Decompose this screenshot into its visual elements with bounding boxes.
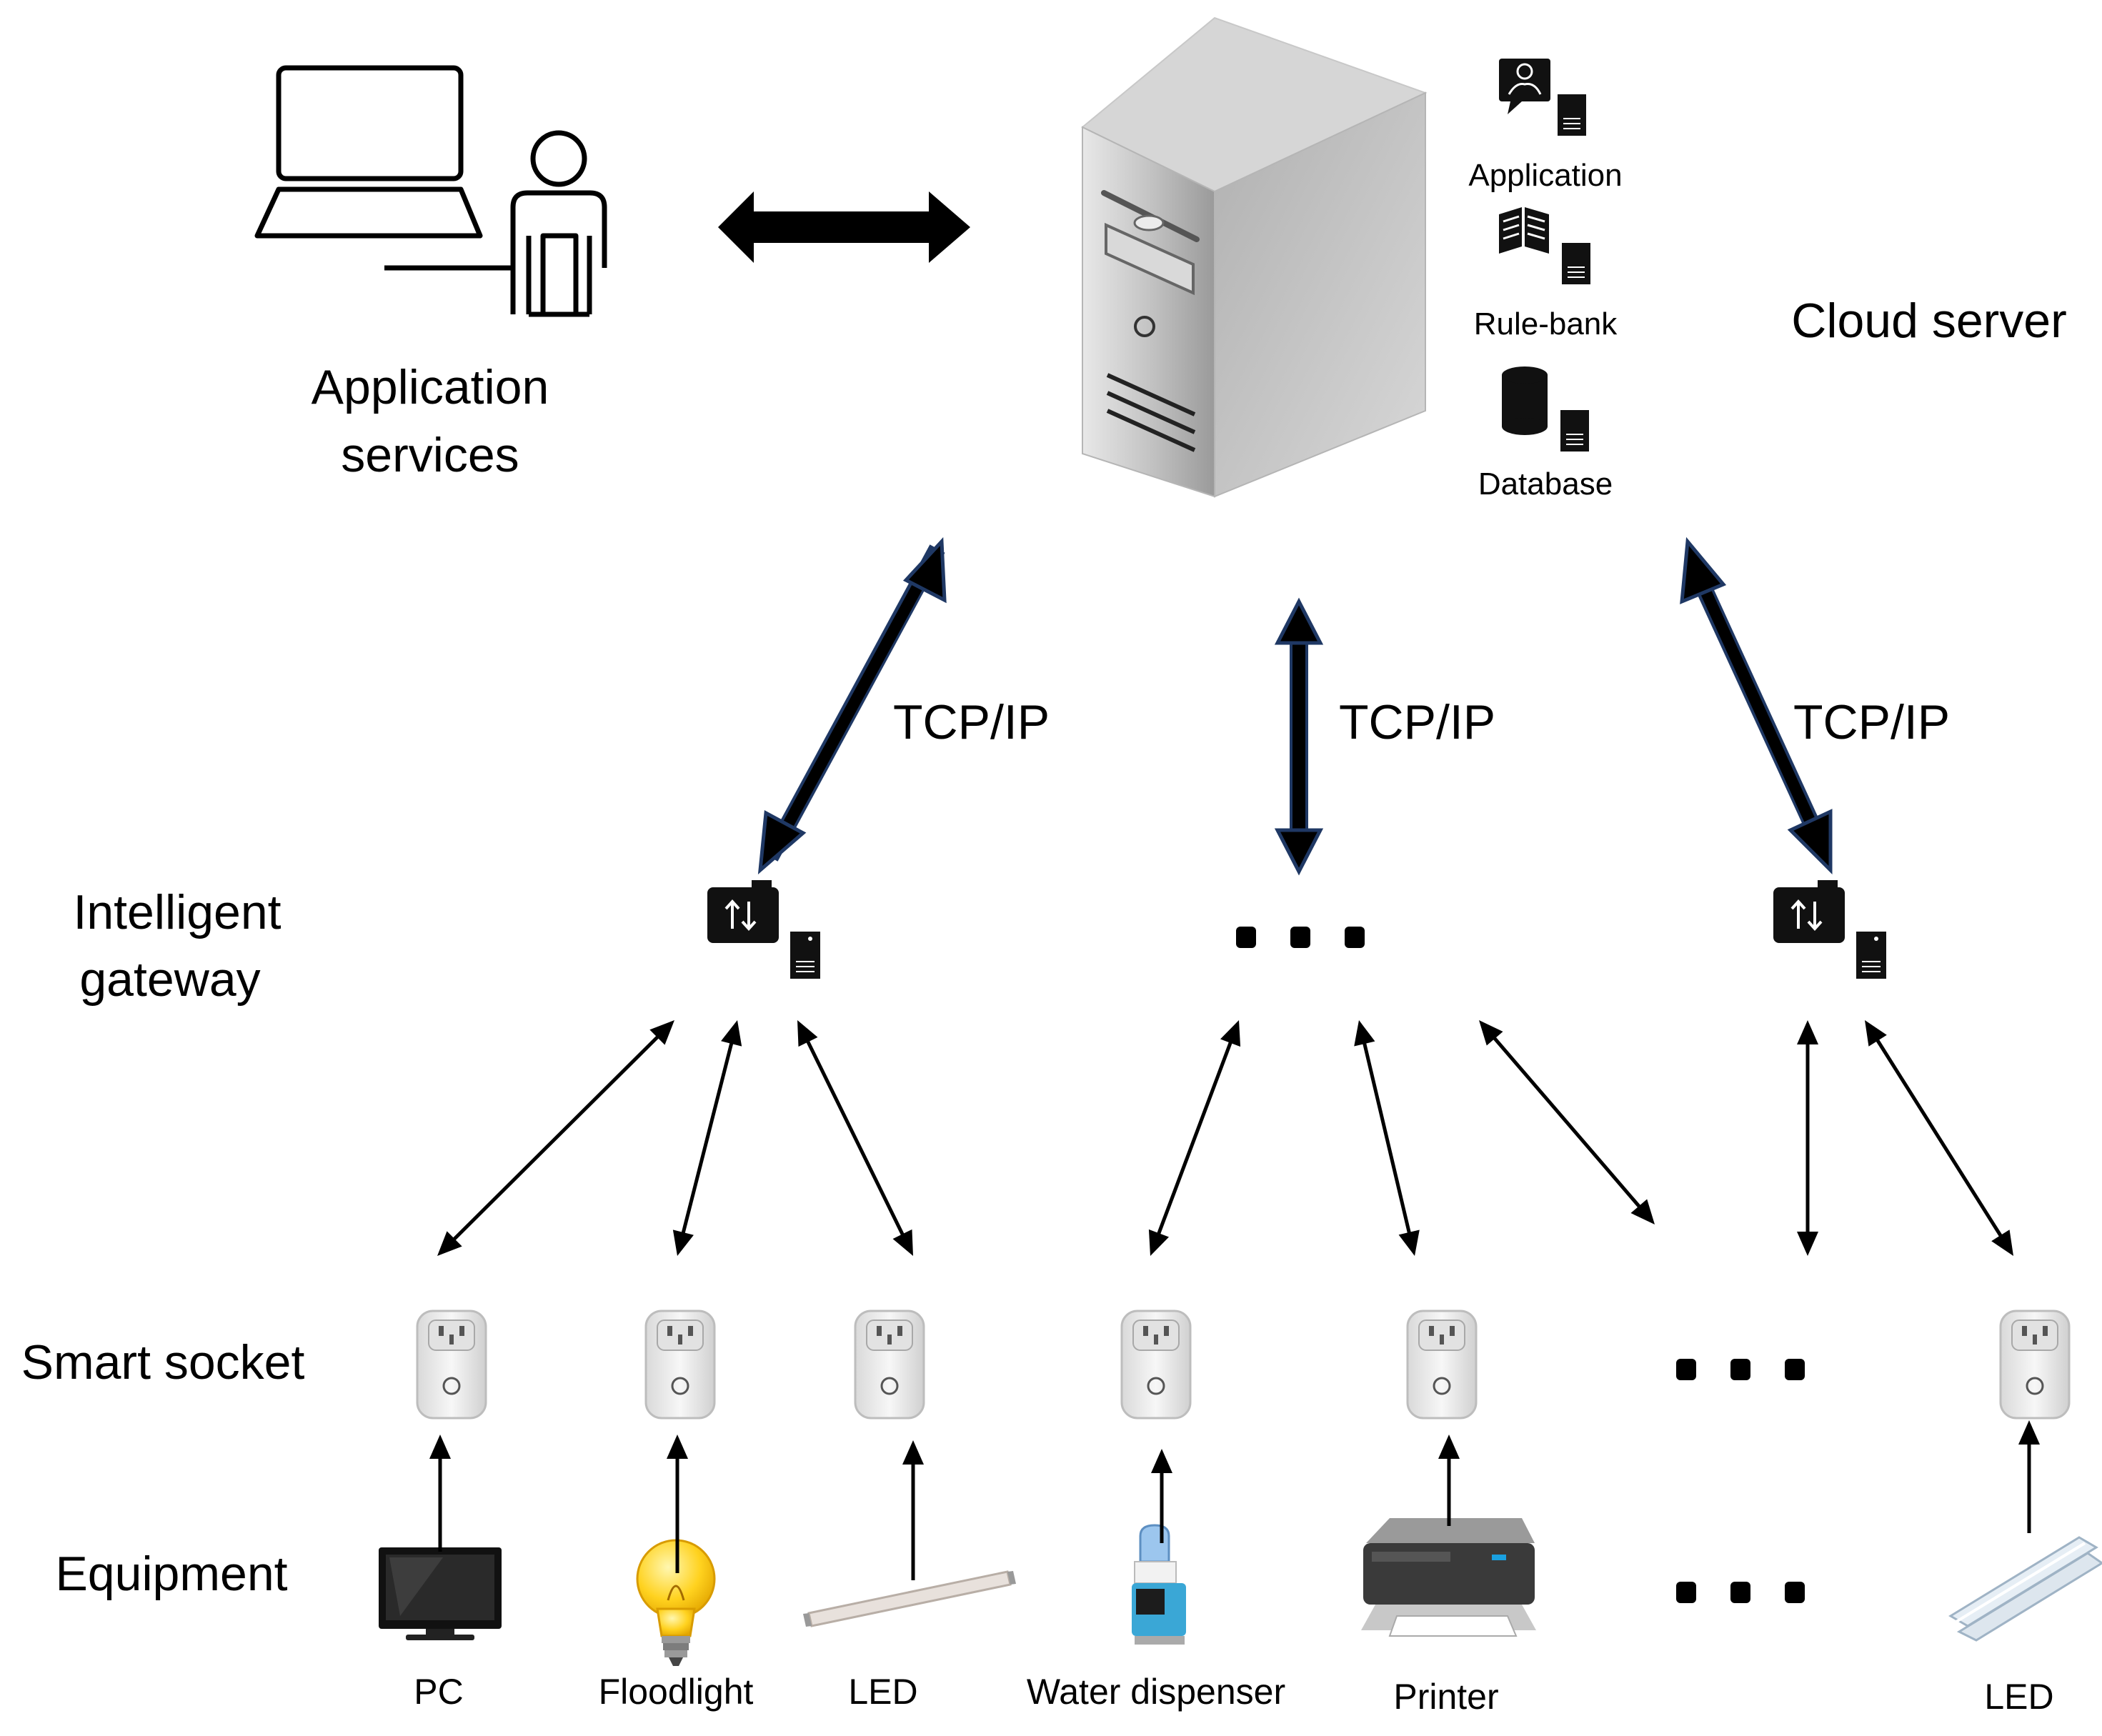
- gateway-socket-arrow-5-head-end: [1398, 1229, 1420, 1256]
- gateway-ellipsis: [1236, 927, 1365, 948]
- cloud-server-label: Cloud server: [1791, 294, 2067, 348]
- gateway-socket-arrow-7-head-end: [1797, 1232, 1818, 1256]
- gateway-socket-arrow-3: [805, 1038, 906, 1238]
- tv-icon: [379, 1547, 502, 1640]
- device-label-floodlight: Floodlight: [599, 1672, 754, 1712]
- gateway-socket-links: [437, 1020, 2013, 1256]
- device-label-led-1: LED: [848, 1672, 917, 1712]
- device-label-water-dispenser: Water dispenser: [1027, 1672, 1285, 1712]
- smart-socket-icon-6: [1999, 1310, 2071, 1420]
- gateway-socket-arrow-6-head-start: [1479, 1020, 1503, 1046]
- equipment-socket-arrow-1-head-end: [429, 1435, 451, 1459]
- gateway-socket-arrow-1-head-start: [649, 1020, 674, 1045]
- database-module-icon: [1502, 366, 1590, 452]
- gateway-icon-1: [706, 879, 822, 980]
- equipment-socket-arrow-2-head-end: [667, 1435, 688, 1459]
- gateway-socket-arrow-7-head-start: [1797, 1020, 1818, 1044]
- led-tube-icon: [803, 1570, 1016, 1627]
- smart-socket-icon-4: [1120, 1310, 1192, 1420]
- gateway-socket-arrow-6: [1491, 1035, 1643, 1209]
- laptop-user-icon: [254, 65, 607, 317]
- tcp-ip-label-3: TCP/IP: [1793, 695, 1950, 749]
- gateway-socket-arrow-4-head-start: [1220, 1020, 1241, 1047]
- tcp-link-1: [757, 537, 947, 875]
- gateway-socket-arrow-2: [680, 1040, 734, 1236]
- equipment-socket-links: [429, 1420, 2040, 1580]
- smart-socket-icon-1: [416, 1310, 487, 1420]
- equipment-socket-arrow-3-head-end: [902, 1440, 924, 1465]
- gateway-icon-2: [1772, 879, 1888, 980]
- water-dispenser-icon: [1132, 1524, 1186, 1645]
- printer-icon: [1361, 1518, 1536, 1637]
- tcp-link-2: [1274, 597, 1324, 876]
- gateway-socket-arrow-3-head-end: [892, 1229, 913, 1256]
- device-label-printer: Printer: [1393, 1677, 1498, 1717]
- gateway-socket-arrow-2-head-start: [721, 1020, 742, 1047]
- gateway-socket-arrow-2-head-end: [672, 1229, 694, 1256]
- rule-bank-module-icon: [1499, 207, 1591, 285]
- smart-socket-icon-2: [644, 1310, 716, 1420]
- led-fixture-icon: [1948, 1536, 2102, 1642]
- gateway-socket-arrow-5-head-start: [1354, 1020, 1375, 1047]
- equipment-socket-arrow-6-head-end: [2018, 1420, 2040, 1445]
- application-services-label-line2: services: [341, 428, 519, 482]
- smart-socket-icon-5: [1406, 1310, 1478, 1420]
- socket-ellipsis: [1676, 1359, 1805, 1380]
- tcp-ip-label-1: TCP/IP: [893, 695, 1050, 749]
- equipment-label: Equipment: [55, 1547, 287, 1601]
- gateway-socket-arrow-5: [1362, 1040, 1412, 1236]
- intelligent-gateway-label-line2: gateway: [79, 952, 260, 1007]
- device-label-led-2: LED: [1984, 1677, 2053, 1717]
- server-module-label-application: Application: [1468, 158, 1622, 193]
- application-services-label-line1: Application: [312, 360, 549, 414]
- server-module-label-database: Database: [1478, 467, 1613, 502]
- server-tower-icon: [1081, 16, 1428, 498]
- intelligent-gateway-label-line1: Intelligent: [73, 885, 281, 939]
- gateway-socket-arrow-6-head-end: [1630, 1199, 1655, 1224]
- equipment-ellipsis: [1676, 1582, 1805, 1603]
- gateway-socket-arrow-8-head-start: [1865, 1020, 1887, 1047]
- gateway-socket-arrow-8-head-end: [1991, 1229, 2013, 1256]
- gateway-socket-arrow-4: [1156, 1039, 1233, 1237]
- application-module-icon: [1499, 59, 1587, 136]
- tcp-link-3: [1680, 537, 1833, 875]
- smart-socket-label: Smart socket: [21, 1335, 305, 1390]
- device-label-pc: PC: [414, 1672, 463, 1712]
- equipment-socket-arrow-4-head-end: [1151, 1449, 1172, 1473]
- gateway-socket-arrow-1: [451, 1034, 661, 1242]
- gateway-socket-arrow-3-head-start: [797, 1020, 818, 1047]
- gateway-socket-arrow-4-head-end: [1148, 1229, 1170, 1256]
- equipment-socket-arrow-5-head-end: [1438, 1435, 1460, 1459]
- gateway-socket-arrow-1-head-end: [437, 1231, 462, 1256]
- smart-socket-icon-3: [854, 1310, 925, 1420]
- tcp-ip-label-2: TCP/IP: [1339, 695, 1495, 749]
- server-module-label-rule-bank: Rule-bank: [1474, 306, 1618, 341]
- light-bulb-icon: [636, 1539, 716, 1666]
- gateway-socket-arrow-8: [1874, 1037, 2004, 1239]
- app-cloud-arrow: [718, 191, 970, 263]
